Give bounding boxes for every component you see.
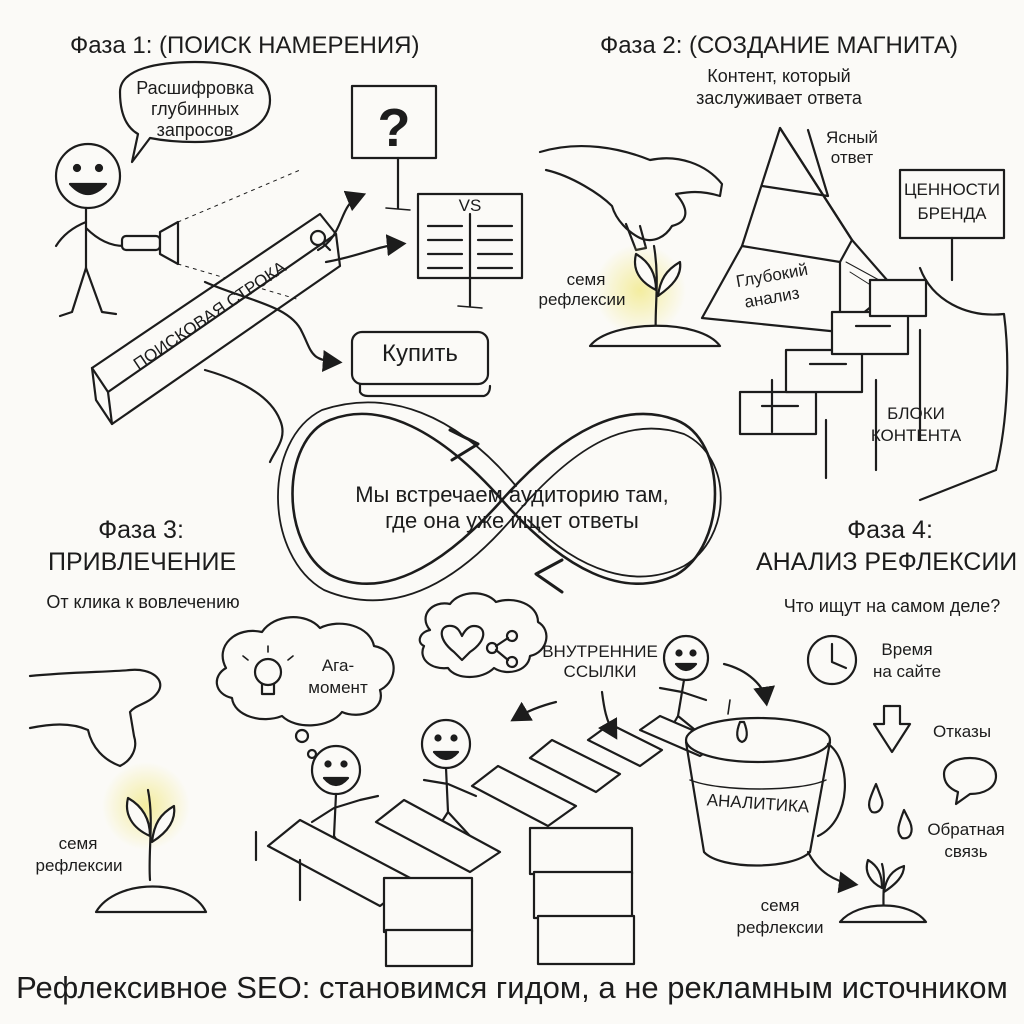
stick-figure-1 (310, 744, 380, 864)
question-mark-icon: ? (378, 98, 411, 158)
phase-1-title: Фаза 1: (ПОИСК НАМЕРЕНИЯ) (70, 32, 420, 59)
phase-3-scene (28, 592, 776, 968)
phase-1-scene (54, 60, 524, 464)
bottom-caption: Рефлексивное SEO: становимся гидом, а не… (16, 970, 1008, 1005)
phase-2-subtitle-1: Контент, который (707, 66, 851, 86)
aha-thought-bubble (215, 616, 395, 727)
phase-3-title-1: Фаза 3: (98, 516, 184, 544)
blocks-label-2: КОНТЕНТА (870, 426, 962, 445)
phase-2-subtitle-2: заслуживает ответа (696, 88, 862, 108)
phase-2-title: Фаза 2: (СОЗДАНИЕ МАГНИТА) (600, 32, 958, 59)
phase-4-subtitle: Что ищут на самом деле? (783, 596, 1001, 616)
time-on-site-label-1: Время (881, 640, 933, 659)
stick-figure-2 (420, 718, 478, 842)
seed-label-1a: семя (566, 270, 606, 289)
seed-label-4b: рефлексии (736, 918, 824, 937)
seed-label-3a: семя (58, 834, 98, 853)
pyramid (700, 126, 896, 334)
drop-icon (867, 782, 884, 814)
phase-3-title-2: ПРИВЛЕЧЕНИЕ (48, 548, 237, 576)
vs-label: VS (458, 196, 482, 215)
internal-links-label-2: ССЫЛКИ (563, 662, 637, 681)
aha-label-2: момент (308, 678, 368, 697)
stick-figure-searcher (54, 142, 126, 318)
center-text-line-1: Мы встречаем аудиторию там, (355, 482, 669, 507)
time-on-site-label-2: на сайте (872, 662, 942, 681)
buy-button-shape (350, 330, 492, 398)
speech-bubble (118, 60, 272, 164)
bubble-text-line-3: запросов (156, 120, 234, 140)
bucket-icon (684, 716, 846, 867)
share-icon (485, 629, 519, 669)
down-arrow-icon (872, 704, 912, 754)
blocks-label-1: БЛОКИ (887, 404, 945, 423)
center-text-line-2: где она уже ищет ответы (385, 508, 639, 533)
clock-icon (806, 634, 858, 686)
phase-4-title-1: Фаза 4: (847, 516, 933, 544)
bubble-text-line-1: Расшифровка (136, 78, 254, 98)
vs-board (416, 192, 524, 309)
brand-values-sign (898, 168, 1006, 282)
hand-left (28, 668, 162, 768)
brand-sign-label-1: ЦЕННОСТИ (903, 180, 1000, 199)
seed-label-3b: рефлексии (35, 856, 123, 875)
phase-3-subtitle: От клика к вовлечению (46, 592, 240, 612)
chat-bubble-icon (942, 756, 998, 806)
stick-figure-3 (658, 634, 710, 742)
aha-label-1: Ага- (321, 656, 355, 675)
bubble-text-line-2: глубинных (150, 99, 240, 119)
seed-label-1b: рефлексии (538, 290, 626, 309)
hand-top (538, 144, 724, 242)
heart-icon (440, 624, 485, 662)
internal-links-label-1: ВНУТРЕННИЕ (542, 642, 658, 661)
seedling-icon (865, 858, 906, 916)
drop-icon (897, 808, 913, 840)
lightbulb-icon (242, 645, 294, 696)
phase-4-title-2: АНАЛИЗ РЕФЛЕКСИИ (756, 548, 1018, 576)
phase-4-scene (684, 634, 998, 924)
pyramid-top-label-1: Ясный (826, 128, 878, 147)
flashlight-icon (120, 220, 180, 266)
drop-in-bucket (736, 720, 748, 744)
bounces-label: Отказы (932, 722, 992, 741)
feedback-label-2: связь (944, 842, 988, 861)
seedling-icon (125, 788, 176, 882)
infinity-loop (277, 401, 722, 602)
seed-label-4a: семя (760, 896, 800, 915)
search-bar-shape (90, 212, 342, 426)
pyramid-top-label-2: ответ (830, 148, 874, 167)
feedback-label-1: Обратная (927, 820, 1005, 839)
brand-sign-label-2: БРЕНДА (917, 204, 987, 223)
buy-label: Купить (382, 340, 458, 367)
content-bridge (738, 278, 928, 480)
phase-2-scene (538, 126, 1009, 502)
seedling-icon (633, 244, 682, 340)
question-sign (350, 84, 438, 211)
